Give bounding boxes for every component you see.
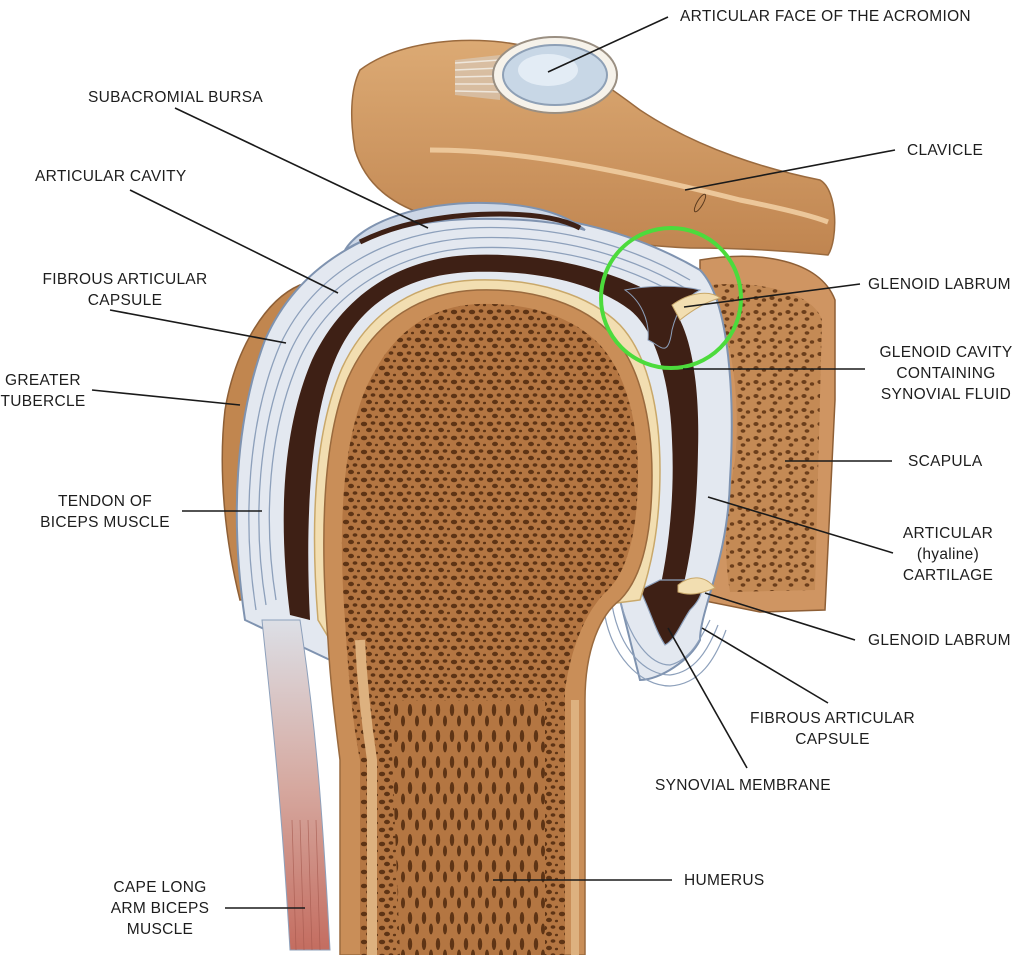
- label-line: HUMERUS: [684, 872, 765, 889]
- biceps-tendon: [261, 619, 331, 951]
- label-line: SUBACROMIAL BURSA: [88, 89, 264, 106]
- label-line: SYNOVIAL FLUID: [880, 386, 1012, 403]
- label-line: GLENOID CAVITY: [879, 344, 1013, 361]
- leader-fibrous-capsule-left: [109, 309, 287, 344]
- leader-fibrous-capsule-right: [701, 627, 829, 704]
- cortical-bone-left: [355, 639, 377, 955]
- glenoid-labrum-upper: [671, 292, 722, 321]
- acromion-articular-face: [454, 36, 618, 114]
- label-line: SYNOVIAL MEMBRANE: [655, 777, 831, 794]
- label-articular-face-acromion: ARTICULAR FACE OF THE ACROMION: [680, 6, 971, 27]
- label-line: CAPSULE: [87, 292, 163, 309]
- label-line: TUBERCLE: [0, 393, 86, 410]
- highlight-circle: [599, 226, 743, 370]
- label-line: ARTICULAR CAVITY: [35, 168, 187, 185]
- label-line: CAPE LONG: [113, 879, 207, 896]
- label-line: ARTICULAR: [902, 525, 994, 542]
- label-line: MUSCLE: [126, 921, 194, 938]
- label-line: GLENOID LABRUM: [868, 632, 1011, 649]
- capsule-layers: [248, 226, 691, 611]
- label-cape-long-arm-biceps: CAPE LONG ARM BICEPS MUSCLE: [100, 877, 220, 940]
- leader-acromion-face: [547, 16, 669, 73]
- label-line: FIBROUS ARTICULAR: [749, 710, 915, 727]
- leader-synovial-membrane: [667, 627, 748, 769]
- muscle-fibers: [291, 819, 321, 951]
- label-articular-cavity: ARTICULAR CAVITY: [35, 166, 187, 187]
- label-fibrous-articular-capsule-left: FIBROUS ARTICULAR CAPSULE: [30, 269, 220, 311]
- label-line: GREATER: [5, 372, 81, 389]
- label-fibrous-articular-capsule-right: FIBROUS ARTICULAR CAPSULE: [740, 708, 925, 750]
- label-glenoid-labrum-upper: GLENOID LABRUM: [868, 274, 1011, 295]
- leader-greater-tubercle: [91, 389, 241, 406]
- label-line: CLAVICLE: [907, 142, 984, 159]
- glenoid-labrum-lower: [677, 577, 716, 595]
- leader-subacromial-bursa: [174, 107, 429, 229]
- label-glenoid-labrum-lower: GLENOID LABRUM: [868, 630, 1011, 651]
- label-humerus: HUMERUS: [684, 870, 764, 891]
- lower-capsule-folds: [603, 599, 727, 687]
- leader-clavicle: [684, 149, 896, 191]
- label-line: ARTICULAR FACE OF THE ACROMION: [680, 8, 971, 25]
- label-articular-cartilage: ARTICULAR (hyaline) CARTILAGE: [893, 523, 1003, 586]
- label-line: (hyaline): [916, 546, 980, 563]
- label-scapula: SCAPULA: [908, 451, 982, 472]
- label-line: CAPSULE: [795, 731, 870, 748]
- label-line: TENDON OF: [58, 493, 152, 510]
- label-line: ARM BICEPS: [110, 900, 210, 917]
- label-clavicle: CLAVICLE: [907, 140, 983, 161]
- label-line: BICEPS MUSCLE: [40, 514, 170, 531]
- clavicle-highlight: [429, 147, 829, 225]
- label-line: SCAPULA: [908, 453, 983, 470]
- label-tendon-of-biceps: TENDON OF BICEPS MUSCLE: [35, 491, 175, 533]
- label-subacromial-bursa: SUBACROMIAL BURSA: [88, 87, 263, 108]
- label-synovial-membrane: SYNOVIAL MEMBRANE: [655, 775, 831, 796]
- clavicle-foramen: [693, 193, 707, 213]
- bursa-cavity: [358, 211, 582, 245]
- label-greater-tubercle: GREATER TUBERCLE: [0, 370, 86, 412]
- leader-glenoid-labrum-lower: [704, 592, 856, 641]
- humerus-spongy-shaft: [390, 700, 545, 955]
- leader-articular-cavity: [129, 189, 339, 294]
- label-line: FIBROUS ARTICULAR: [42, 271, 208, 288]
- label-glenoid-cavity: GLENOID CAVITY CONTAINING SYNOVIAL FLUID: [868, 342, 1024, 405]
- scapula-spongy: [712, 284, 822, 592]
- label-line: GLENOID LABRUM: [868, 276, 1011, 293]
- label-line: CARTILAGE: [902, 567, 994, 584]
- label-line: CONTAINING: [896, 365, 996, 382]
- leader-articular-cartilage: [707, 496, 894, 554]
- leader-glenoid-labrum-upper: [683, 283, 861, 308]
